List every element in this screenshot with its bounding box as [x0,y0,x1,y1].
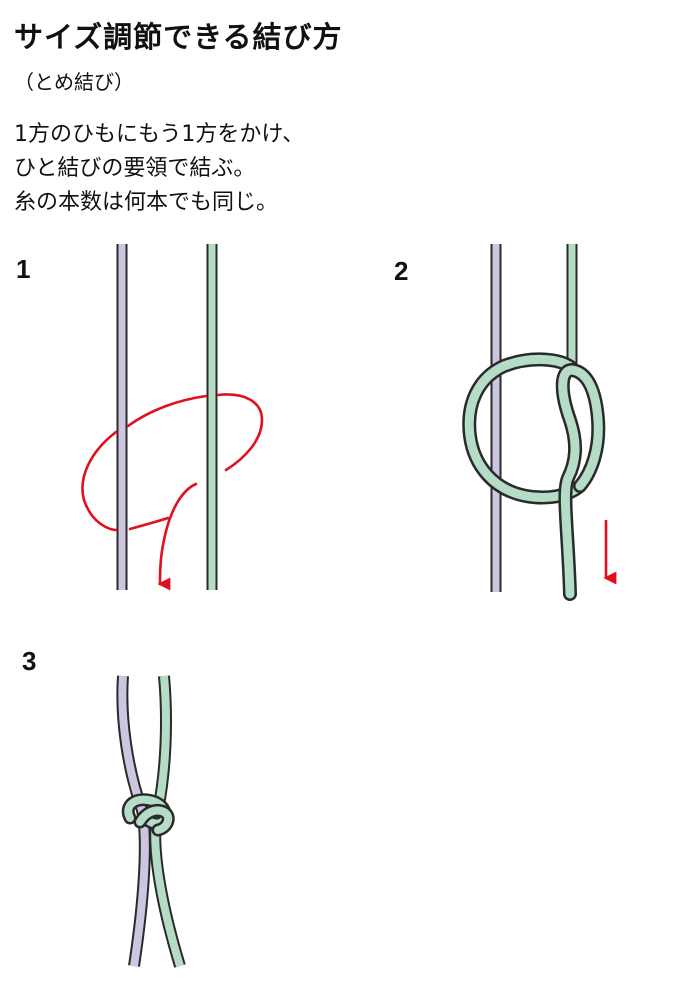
step-1-red-path [81,393,264,591]
step-2-cord-right [462,244,606,601]
step-3-knot [121,793,175,837]
step-3-illustration [116,675,186,968]
step-1-number: 1 [16,254,31,284]
instruction-line: 糸の本数は何本でも同じ。 [14,190,279,215]
step-1-illustration [81,244,264,591]
page-subtitle: （とめ結び） [14,70,134,94]
page-title: サイズ調節できる結び方 [14,20,343,54]
step-2-illustration [462,244,617,601]
instruction-line: 1方のひもにもう1方をかけ、 [14,122,305,147]
instructions: 1方のひもにもう1方をかけ、 ひと結びの要領で結ぶ。 糸の本数は何本でも同じ。 [14,118,534,220]
step-3-number: 3 [22,646,37,676]
instruction-line: ひと結びの要領で結ぶ。 [14,156,256,181]
step-2-number: 2 [394,256,409,286]
